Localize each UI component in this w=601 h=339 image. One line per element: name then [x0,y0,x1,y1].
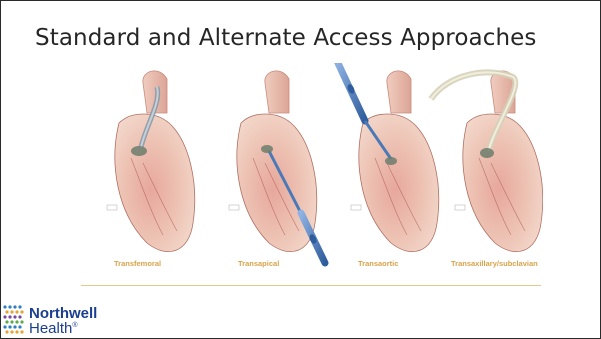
brand-trademark: ® [72,322,77,329]
slide-title: Standard and Alternate Access Approaches [35,25,536,51]
label-transapical: Transapical [238,259,279,268]
brand-name-health: Health [29,320,72,337]
panel-transaxillary [431,71,543,252]
label-transaortic: Transaortic [358,259,398,268]
access-approaches-illustration [81,63,543,285]
label-transfemoral: Transfemoral [114,259,161,268]
panel-transfemoral [107,71,195,252]
figure-underline [81,285,541,286]
label-transaxillary-subclavian: Transaxillary/subclavian [451,259,538,268]
panel-transaortic [337,63,439,252]
brand-name-line2: Health® [29,320,78,337]
panel-transapical [229,71,325,263]
